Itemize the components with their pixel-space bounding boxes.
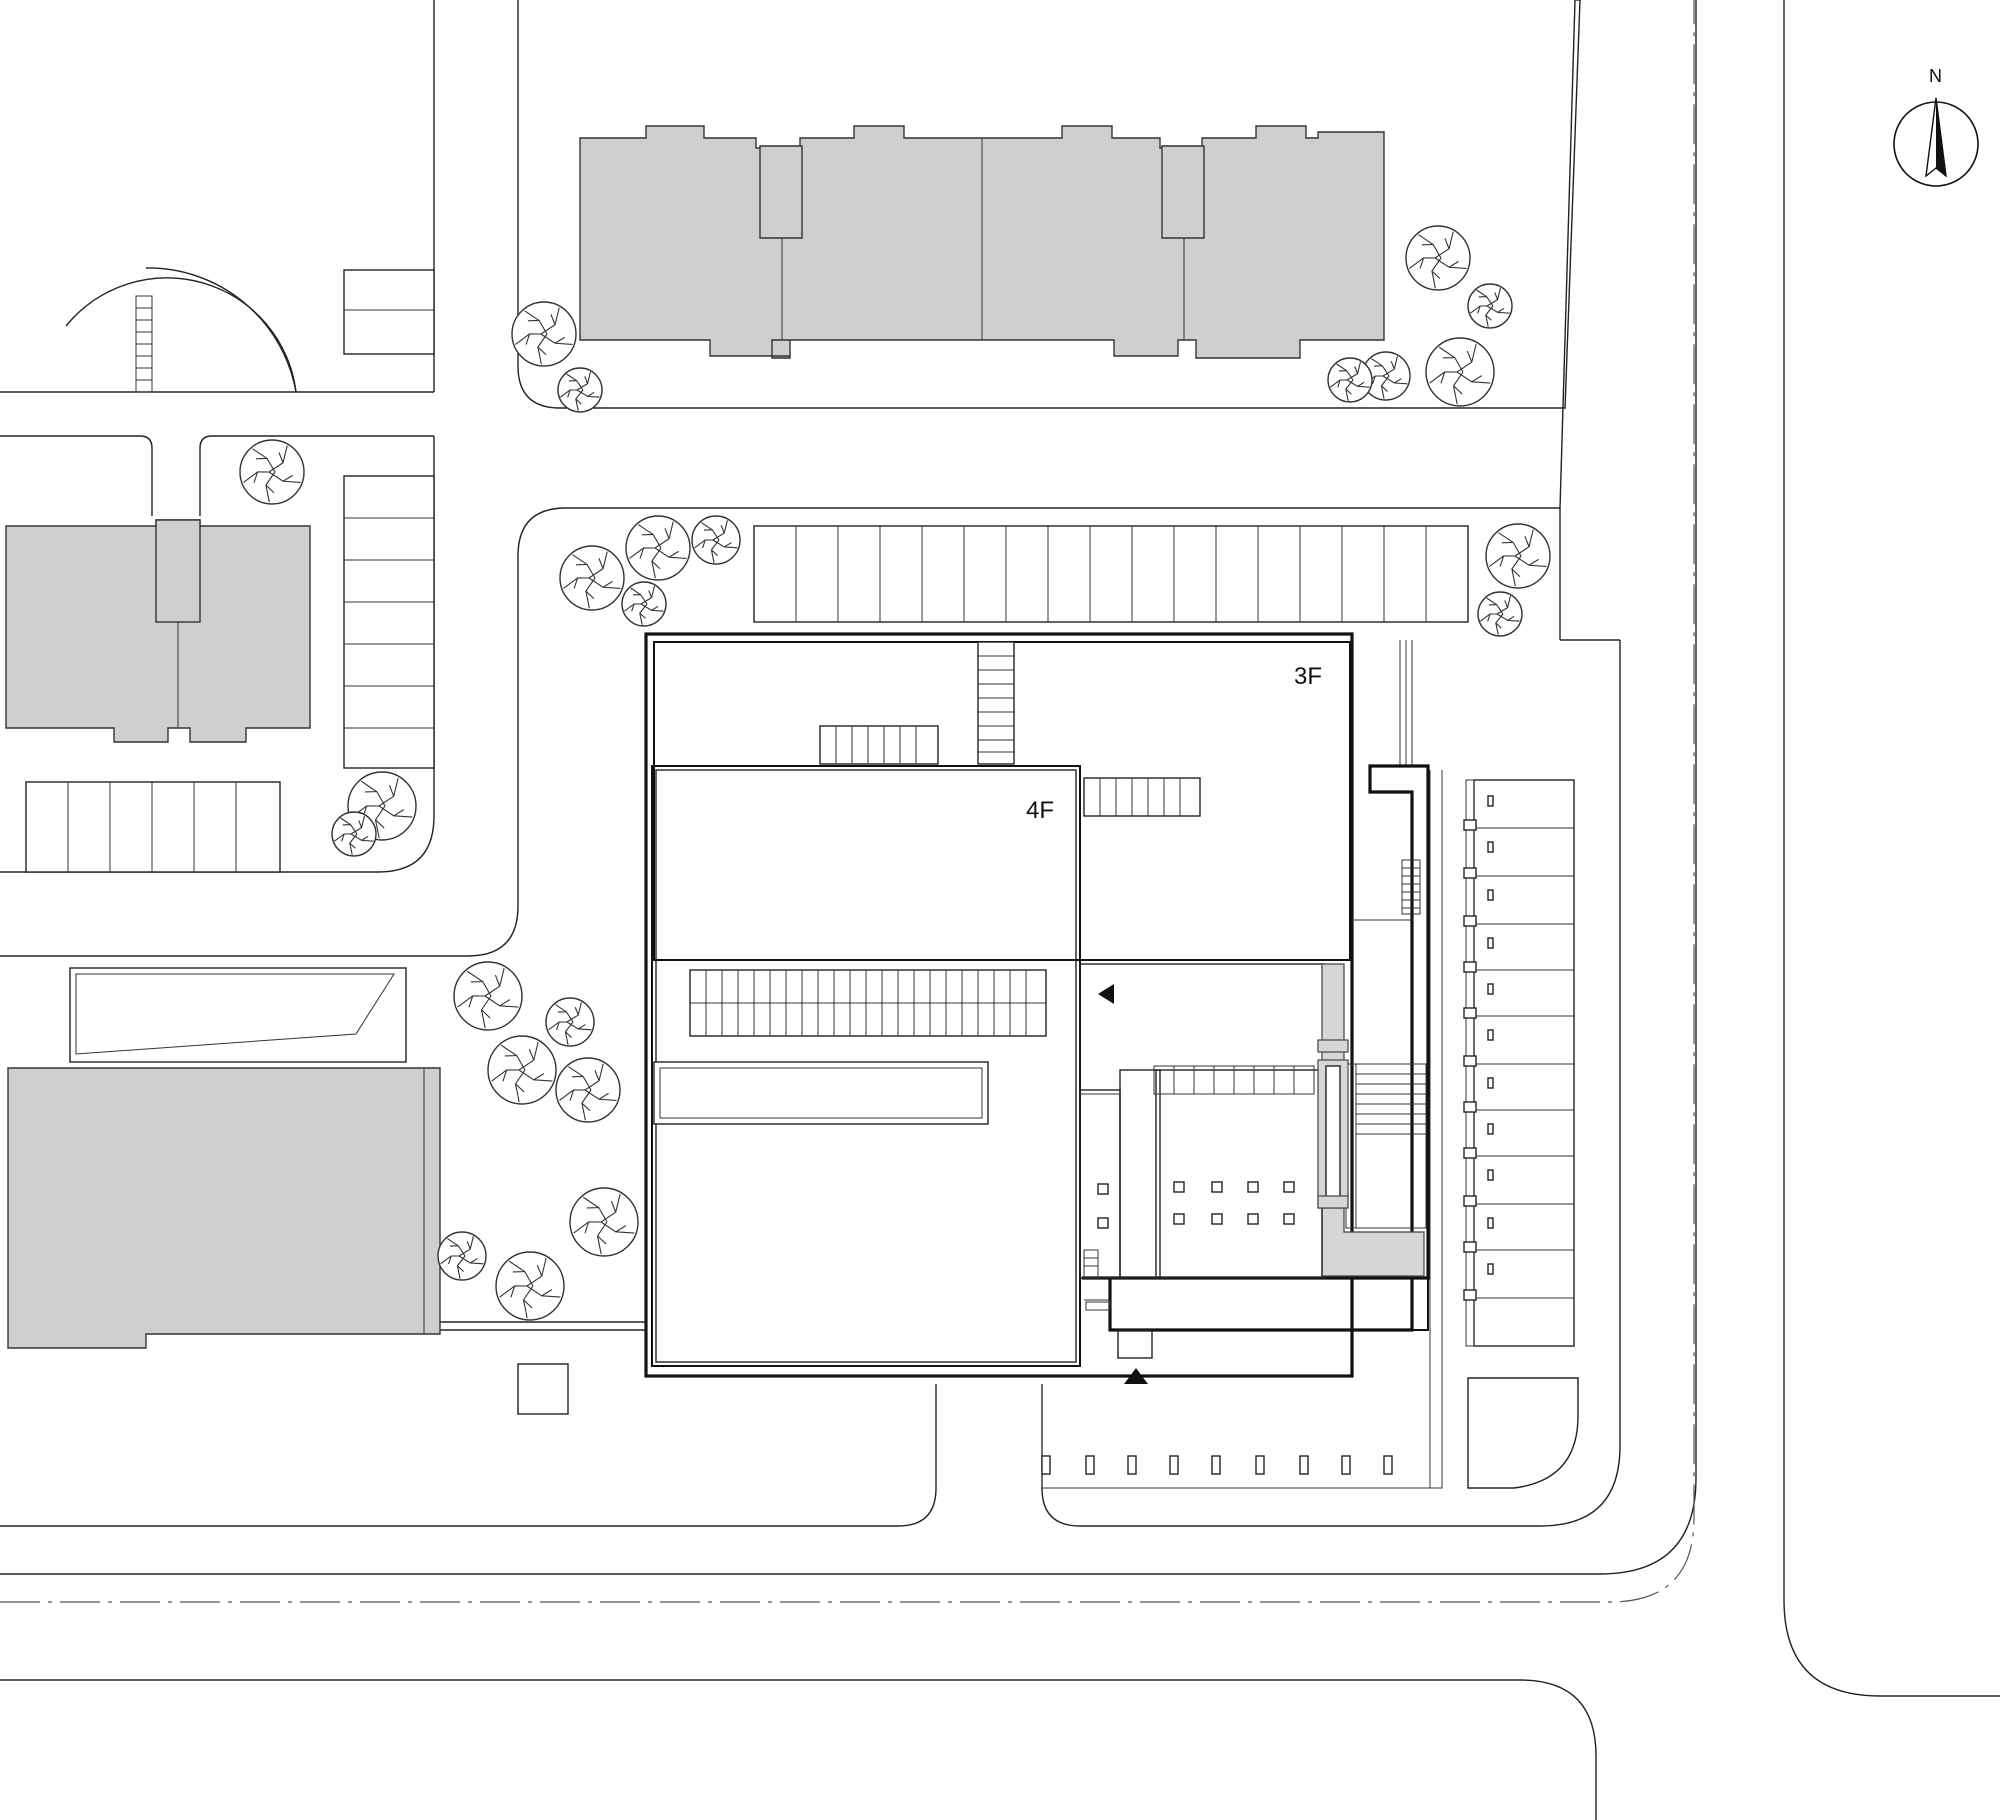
tree-icon bbox=[495, 1251, 565, 1321]
tree-icon bbox=[1327, 357, 1373, 403]
tree-icon bbox=[545, 997, 595, 1047]
roof-outline bbox=[644, 632, 1354, 1378]
neighbor-building-north bbox=[579, 125, 1385, 359]
tree-icon bbox=[1477, 591, 1523, 637]
parking-east-column bbox=[1473, 779, 1575, 1347]
tree-icon bbox=[555, 1057, 621, 1123]
parking-west-vertical bbox=[343, 475, 435, 769]
label-3f: 3F bbox=[1294, 663, 1322, 690]
entrance-arrow-west bbox=[1098, 984, 1114, 1004]
parking-north-row bbox=[753, 525, 1469, 623]
parking-west-horizontal bbox=[25, 781, 281, 873]
crosswalk bbox=[135, 295, 153, 393]
tree-icon bbox=[691, 515, 741, 565]
corner-planter bbox=[1467, 1377, 1579, 1489]
ramp-structure bbox=[69, 967, 407, 1063]
tree-icon bbox=[331, 811, 377, 857]
tree-icon bbox=[625, 515, 691, 581]
north-label: N bbox=[1929, 66, 1942, 86]
tree-icon bbox=[1467, 283, 1513, 329]
label-4f: 4F bbox=[1026, 797, 1054, 824]
tree-icon bbox=[453, 961, 523, 1031]
small-square-kiosk bbox=[517, 1363, 569, 1415]
entrance-arrow-south bbox=[1124, 1368, 1148, 1384]
trees bbox=[239, 225, 1551, 1321]
tree-icon bbox=[569, 1187, 639, 1257]
tree-icon bbox=[1425, 337, 1495, 407]
small-shed bbox=[343, 269, 435, 355]
tree-icon bbox=[1405, 225, 1471, 291]
tree-icon bbox=[559, 545, 625, 611]
neighbor-building-west bbox=[5, 519, 311, 743]
tree-icon bbox=[239, 439, 305, 505]
north-arrow: N bbox=[1893, 66, 1979, 187]
tree-icon bbox=[1485, 523, 1551, 589]
neighbor-building-southwest bbox=[7, 1067, 441, 1349]
tree-icon bbox=[437, 1231, 487, 1281]
tree-icon bbox=[621, 581, 667, 627]
tree-icon bbox=[557, 367, 603, 413]
main-building bbox=[644, 632, 1443, 1489]
bollards-south bbox=[1041, 1455, 1393, 1475]
tree-icon bbox=[487, 1035, 557, 1105]
tree-icon bbox=[511, 301, 577, 367]
bollards-east bbox=[1463, 779, 1494, 1347]
